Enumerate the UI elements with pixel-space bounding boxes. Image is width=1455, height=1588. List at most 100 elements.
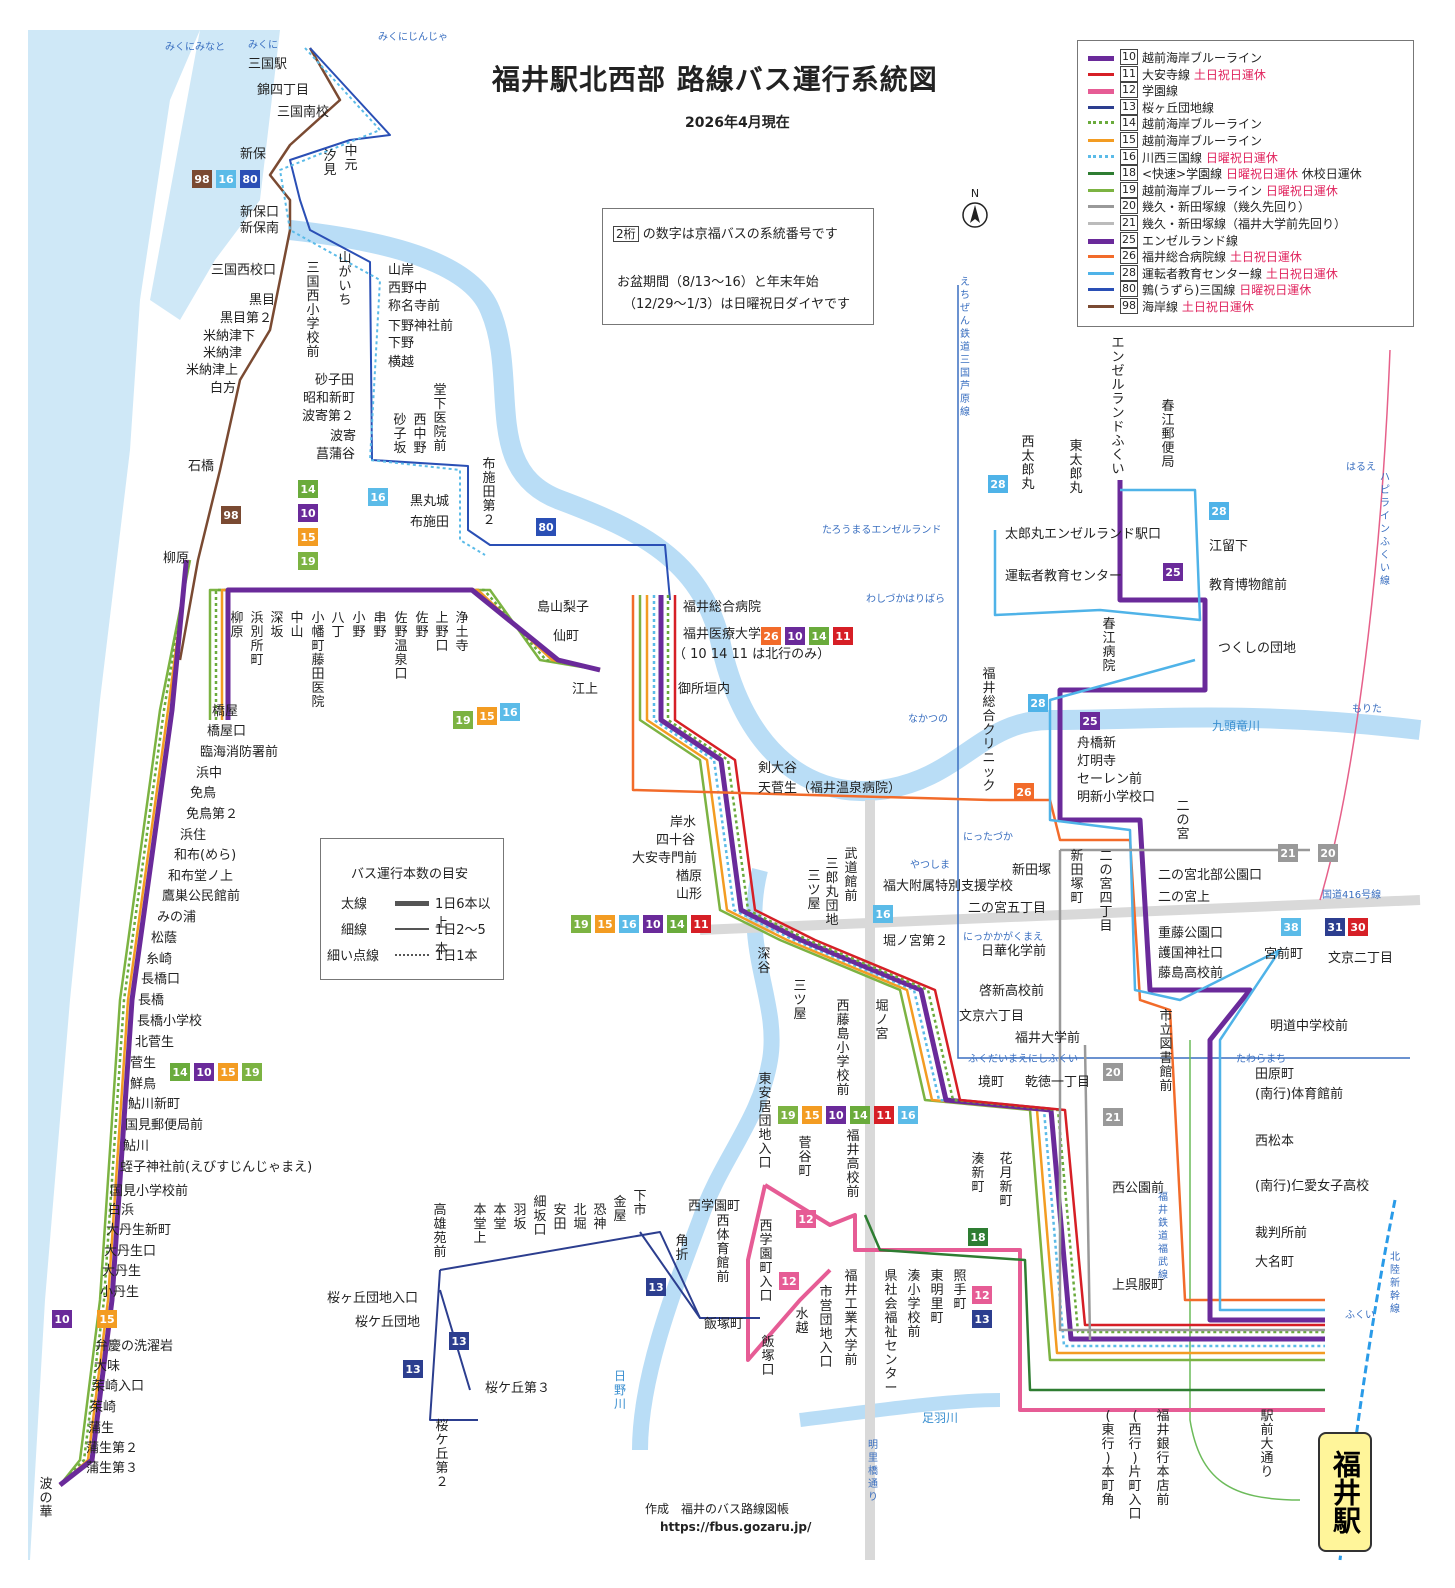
credit-url: https://fbus.gozaru.jp/ — [660, 1520, 812, 1534]
bus-stop-label: 橋屋口 — [207, 724, 246, 739]
credit: 作成 福井のバス路線図帳 — [645, 1502, 790, 1516]
bus-stop-label-vertical: 汐見 — [323, 148, 336, 178]
svg-text:11: 11 — [876, 1109, 891, 1122]
route-badge-13: 13 — [449, 1332, 469, 1350]
svg-text:下: 下 — [633, 1189, 646, 1204]
bus-stop-label: 茱崎入口 — [92, 1379, 144, 1394]
route-badge-13: 13 — [646, 1278, 666, 1296]
bus-stop-label: 宮前町 — [1264, 946, 1303, 962]
svg-text:２: ２ — [435, 1475, 448, 1490]
svg-text:26: 26 — [1016, 786, 1032, 799]
bus-stop-label-vertical: 三ツ屋 — [793, 979, 806, 1022]
bus-stop-label: 長橋口 — [141, 972, 180, 987]
bus-stop-label: 二の宮五丁目 — [968, 900, 1046, 916]
bus-stop-label: 蒲生第３ — [86, 1461, 138, 1476]
legend-note: 日曜祝日運休 — [1265, 183, 1338, 198]
legend-number: 98 — [1120, 298, 1138, 314]
svg-text:華: 華 — [39, 1505, 52, 1520]
route-badge-14: 14 — [667, 915, 687, 933]
bus-stop-label: 大丹生 — [102, 1264, 141, 1279]
svg-text:校: 校 — [907, 1310, 920, 1326]
legend-swatch — [1088, 154, 1114, 158]
svg-text:温: 温 — [394, 639, 407, 654]
page-date: 2026年4月現在 — [685, 115, 790, 131]
bus-stop-label: 波寄 — [330, 428, 356, 444]
bus-stop-label: 新保 — [240, 146, 266, 162]
svg-text:線: 線 — [1158, 1268, 1168, 1281]
svg-text:10: 10 — [787, 630, 803, 643]
svg-text:井: 井 — [846, 1143, 859, 1158]
svg-text:口: 口 — [533, 1223, 546, 1238]
bus-stop-label-vertical: 照手町 — [953, 1269, 966, 1312]
svg-text:線: 線 — [1380, 574, 1390, 587]
svg-text:12: 12 — [974, 1289, 989, 1302]
bus-stop-label: 国見小学校前 — [110, 1183, 188, 1199]
svg-text:堂: 堂 — [493, 1217, 506, 1232]
svg-text:38: 38 — [1283, 921, 1298, 934]
svg-text:菅: 菅 — [798, 1136, 811, 1151]
bus-stop-label-vertical: 細坂口 — [533, 1195, 546, 1238]
legend-name: <快速>学園線 日曜祝日運休 休校日運休 — [1142, 167, 1362, 182]
svg-text:春: 春 — [1161, 399, 1174, 414]
svg-text:野: 野 — [394, 625, 407, 640]
svg-text:原: 原 — [960, 393, 970, 405]
bus-stop-label: 福井総合病院 — [683, 600, 761, 615]
svg-text:ー: ー — [884, 1381, 897, 1396]
svg-text:雄: 雄 — [433, 1217, 446, 1232]
route-badge-12: 12 — [779, 1272, 799, 1290]
route-badge-16: 16 — [216, 170, 236, 188]
legend-number: 20 — [1120, 198, 1138, 215]
legend-name: 大安寺線 土日祝日運休 — [1142, 67, 1266, 82]
bus-stop-label: 三国南校 — [277, 104, 329, 120]
svg-text:校: 校 — [846, 1170, 859, 1186]
svg-text:ツ: ツ — [807, 883, 820, 898]
railway-station-label: たろうまるエンゼルランド — [822, 524, 941, 536]
svg-text:ン: ン — [1111, 406, 1124, 421]
bus-stop-label: 明新小学校口 — [1077, 789, 1155, 805]
route-26 — [631, 595, 1325, 1302]
svg-text:谷: 谷 — [798, 1150, 811, 1165]
bus-stop-label: つくしの団地 — [1218, 641, 1296, 656]
svg-text:ッ: ッ — [982, 765, 995, 780]
svg-text:団: 団 — [825, 899, 838, 914]
bus-stop-label: 運転者教育センター — [1005, 568, 1122, 584]
svg-text:口: 口 — [758, 1156, 771, 1171]
legend-swatch — [1088, 222, 1114, 225]
bus-stop-label: 天菅生（福井温泉病院） — [758, 780, 901, 796]
svg-text:田: 田 — [1070, 863, 1083, 878]
svg-text:月: 月 — [999, 1166, 1012, 1181]
bus-stop-label: 免鳥 — [190, 786, 216, 801]
bus-stop-label: 波寄第２ — [302, 408, 354, 424]
bus-stop-label-vertical: 湊新町 — [971, 1152, 984, 1195]
svg-text:合: 合 — [982, 709, 995, 724]
route-18 — [863, 1214, 1325, 1392]
svg-text:行: 行 — [1156, 1451, 1169, 1466]
svg-text:ケ: ケ — [435, 1433, 448, 1448]
svg-text:野: 野 — [415, 625, 428, 640]
svg-text:新: 新 — [971, 1165, 984, 1181]
svg-text:工: 工 — [844, 1297, 857, 1312]
route-28 — [993, 488, 1325, 1312]
railway-station-label: みくにじんじゃ — [378, 31, 448, 43]
route-badge-31: 31 — [1325, 918, 1345, 936]
svg-text:塚: 塚 — [761, 1349, 774, 1364]
railway-station-label: みくに — [248, 39, 278, 51]
route-badge-16: 16 — [873, 905, 893, 923]
legend-note: 土日祝日運休 — [1229, 250, 1302, 265]
svg-text:行: 行 — [1101, 1437, 1114, 1452]
svg-text:川: 川 — [614, 1397, 626, 1411]
legend-number: 80 — [1120, 281, 1138, 298]
svg-text:福: 福 — [1158, 1190, 1168, 1203]
route-badge-18: 18 — [968, 1228, 988, 1246]
bus-stop-label: 大丹生新町 — [106, 1222, 171, 1238]
bus-stop-label: 石橋 — [188, 459, 214, 474]
route-badge-25: 25 — [1163, 563, 1183, 581]
